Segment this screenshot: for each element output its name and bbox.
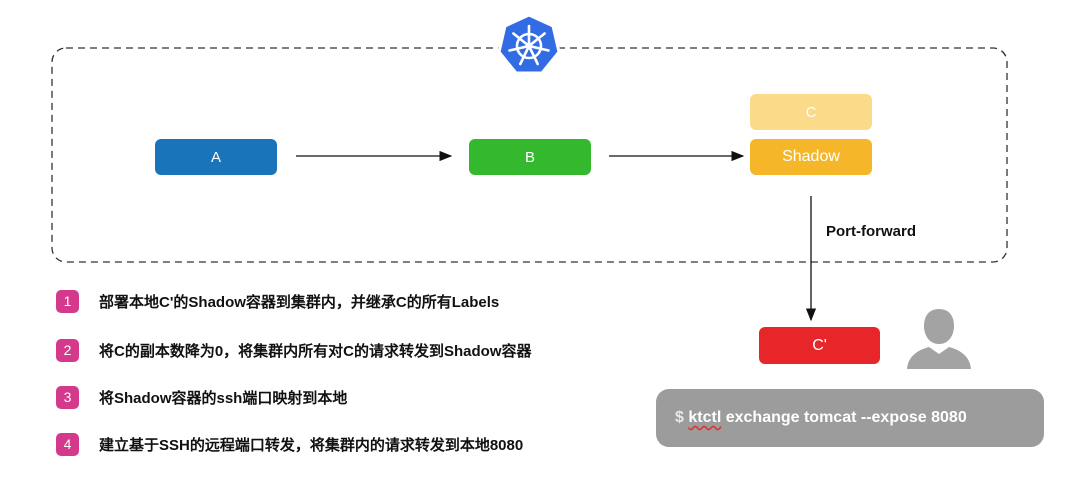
step-item: 1 部署本地C'的Shadow容器到集群内，并继承C的所有Labels <box>56 289 499 313</box>
shadow-label: Shadow <box>782 148 840 165</box>
shadow-node: Shadow <box>750 139 872 175</box>
service-c-label: C <box>805 103 817 121</box>
service-b-node: B <box>469 139 591 175</box>
step-item: 2 将C的副本数降为0，将集群内所有对C的请求转发到Shadow容器 <box>56 338 532 362</box>
service-c-node: C <box>750 94 872 130</box>
port-forward-label: Port-forward <box>826 223 916 240</box>
step-number-badge: 4 <box>56 432 79 456</box>
terminal-command-name: ktctl <box>688 409 722 426</box>
local-c-prime-node: C' <box>759 327 880 364</box>
step-item: 3 将Shadow容器的ssh端口映射到本地 <box>56 385 347 409</box>
service-a-node: A <box>155 139 277 175</box>
step-text: 部署本地C'的Shadow容器到集群内，并继承C的所有Labels <box>99 293 500 311</box>
local-c-prime-label: C' <box>812 336 827 354</box>
service-a-label: A <box>210 148 221 166</box>
step-number-badge: 2 <box>56 338 79 362</box>
step-number-badge: 1 <box>56 289 79 313</box>
step-text: 将Shadow容器的ssh端口映射到本地 <box>99 389 348 407</box>
step-number-badge: 3 <box>56 385 79 409</box>
terminal-command: $ ktctl exchange tomcat --expose 8080 <box>675 409 967 427</box>
user-silhouette-icon <box>907 309 971 369</box>
step-text: 将C的副本数降为0，将集群内所有对C的请求转发到Shadow容器 <box>99 342 532 360</box>
kubernetes-logo-icon <box>497 13 561 75</box>
terminal-command-args: exchange tomcat --expose 8080 <box>725 409 967 426</box>
step-text: 建立基于SSH的远程端口转发，将集群内的请求转发到本地8080 <box>99 436 524 454</box>
terminal-prompt: $ <box>675 409 684 426</box>
step-item: 4 建立基于SSH的远程端口转发，将集群内的请求转发到本地8080 <box>56 432 523 456</box>
terminal-command-box: $ ktctl exchange tomcat --expose 8080 <box>656 389 1044 447</box>
service-b-label: B <box>524 148 535 166</box>
